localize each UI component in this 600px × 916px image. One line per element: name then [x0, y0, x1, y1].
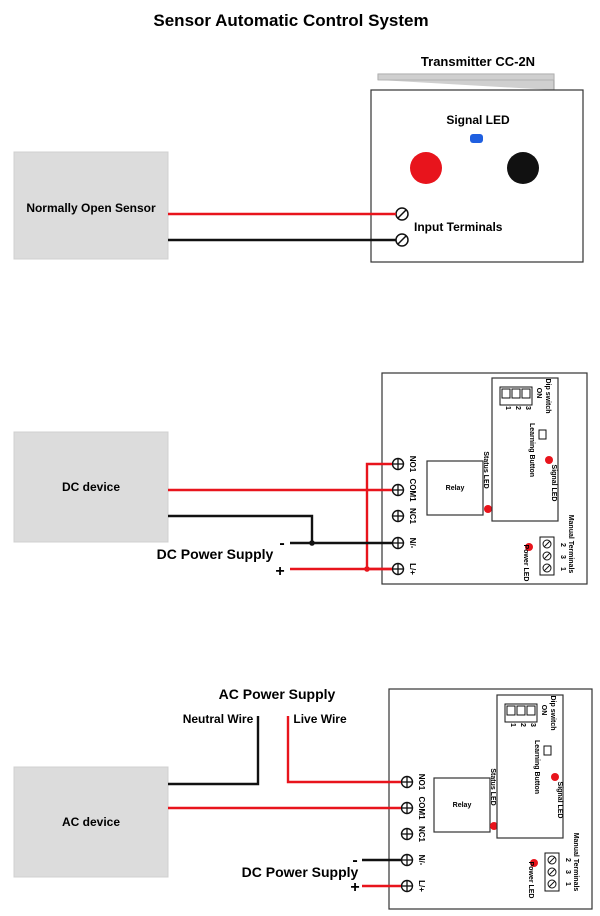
dc-power-led-label: Power LED [522, 545, 529, 582]
ac-plus-sign: + [350, 879, 359, 896]
ac-terminal-l-icon [400, 879, 414, 893]
ac-terminal-label-no1: NO1 [417, 774, 426, 791]
sensor-box-label: Normally Open Sensor [26, 201, 156, 215]
diagram-title: Sensor Automatic Control System [153, 11, 428, 30]
ac-status-led-icon [490, 822, 498, 830]
ac-manual-terminals-label: Manual Terminals [572, 833, 579, 892]
ac-status-led-label: Status LED [489, 768, 496, 805]
dc-manual-terminals-label: Manual Terminals [567, 515, 574, 574]
dc-status-led-icon [484, 505, 492, 513]
ac-section: AC Power Supply Neutral Wire Live Wire N… [13, 686, 593, 910]
ac-dip-switch-icon [504, 703, 538, 723]
dc-signal-led-icon [545, 456, 553, 464]
dc-terminal-label-com1: COM1 [408, 478, 417, 502]
ac-device-label: AC device [62, 815, 120, 829]
ac-terminal-nc1-icon [400, 827, 414, 841]
dc-terminal-label-l: L/+ [408, 563, 417, 575]
ac-terminal-no1-icon [400, 775, 414, 789]
dc-status-led-label: Status LED [482, 451, 489, 488]
transmitter-section: Transmitter CC-2N Signal LED Input Termi… [13, 54, 584, 263]
dc-device-negative-wire [168, 514, 392, 545]
dc-manual-terminal-block-icon [539, 536, 555, 576]
ac-manual-number-3: 3 [564, 870, 571, 874]
dc-dip-switch-icon [499, 386, 533, 406]
dc-terminal-label-n: N/- [408, 538, 417, 549]
neutral-wire [168, 716, 260, 786]
dc-terminal-label-nc1: NC1 [408, 508, 417, 525]
dc-plus-sign: + [275, 563, 284, 580]
ac-terminal-block: NO1 COM1 NC1 N/- L/+ [400, 774, 426, 893]
ac-manual-terminal-block-icon [544, 852, 560, 892]
ac-learning-button-icon [543, 745, 552, 756]
dc-manual-number-2: 2 [559, 543, 566, 547]
dc-relay-label: Relay [446, 485, 465, 492]
dc-terminal-label-no1: NO1 [408, 456, 417, 473]
dc-terminal-n-icon [391, 536, 405, 550]
dc-terminal-block: NO1 COM1 NC1 N/- L/+ [391, 456, 417, 576]
dc-device-label: DC device [62, 480, 120, 494]
input-terminal-2-icon [395, 233, 409, 247]
dc-minus-sign: - [279, 535, 284, 552]
live-wire-label: Live Wire [293, 712, 347, 726]
ac-terminal-com1-icon [400, 801, 414, 815]
ac-signal-led-icon [551, 773, 559, 781]
dc-dip-on-label: ON [535, 388, 542, 399]
dc-learning-button-label: Learning Button [528, 423, 535, 477]
dc-section: NO1 COM1 NC1 N/- L/+ Relay Status LED 1 … [13, 372, 588, 585]
ac-learning-button-label: Learning Button [533, 740, 540, 794]
black-button-icon [507, 152, 539, 184]
transmitter-box [370, 89, 584, 263]
ac-relay-label: Relay [453, 802, 472, 809]
ac-dip-switch-label: Dip switch [549, 695, 556, 730]
neutral-wire-label: Neutral Wire [183, 712, 254, 726]
transmitter-name: Transmitter CC-2N [421, 54, 535, 69]
ac-dip-on-label: ON [540, 705, 547, 716]
dc-manual-number-1: 1 [559, 567, 566, 571]
dc-power-supply-label: DC Power Supply [157, 546, 274, 562]
sensor-box [13, 151, 169, 260]
dc-dip-number-3: 3 [524, 406, 531, 410]
dc-dip-switch-label: Dip switch [544, 378, 551, 413]
ac-power-supply-label: AC Power Supply [219, 686, 336, 702]
input-terminals-label: Input Terminals [414, 220, 503, 234]
ac-dc-power-supply-label: DC Power Supply [242, 864, 359, 880]
dc-power-led-icon [525, 543, 533, 551]
dc-dip-number-1: 1 [504, 406, 511, 410]
ac-dip-number-1: 1 [509, 723, 516, 727]
dc-manual-number-3: 3 [559, 555, 566, 559]
ac-device-box [13, 766, 169, 878]
ac-dip-number-3: 3 [529, 723, 536, 727]
dc-device-box [13, 431, 169, 543]
ac-power-led-label: Power LED [527, 862, 534, 899]
ac-manual-number-1: 1 [564, 882, 571, 886]
dc-terminal-no1-icon [391, 457, 405, 471]
dc-terminal-l-icon [391, 562, 405, 576]
ac-dip-number-2: 2 [519, 723, 526, 727]
input-terminal-1-icon [395, 207, 409, 221]
dc-dip-number-2: 2 [514, 406, 521, 410]
ac-terminal-label-l: L/+ [417, 880, 426, 892]
dc-learning-button-icon [538, 429, 547, 440]
red-button-icon [410, 152, 442, 184]
dc-terminal-com1-icon [391, 483, 405, 497]
ac-terminal-n-icon [400, 853, 414, 867]
ac-terminal-label-nc1: NC1 [417, 826, 426, 843]
ac-relay-box [433, 777, 491, 833]
dc-signal-led-label: Signal LED [550, 465, 557, 502]
live-wire [286, 716, 401, 784]
ac-signal-led-label: Signal LED [556, 782, 563, 819]
dc-terminal-nc1-icon [391, 509, 405, 523]
ac-terminal-label-com1: COM1 [417, 796, 426, 820]
transmitter-signal-led-label: Signal LED [446, 113, 510, 127]
ac-manual-number-2: 2 [564, 858, 571, 862]
dc-relay-box [426, 460, 484, 516]
signal-led-icon [470, 134, 483, 143]
ac-terminal-label-n: N/- [417, 855, 426, 866]
ac-minus-sign: - [352, 852, 357, 869]
ac-power-led-icon [530, 859, 538, 867]
